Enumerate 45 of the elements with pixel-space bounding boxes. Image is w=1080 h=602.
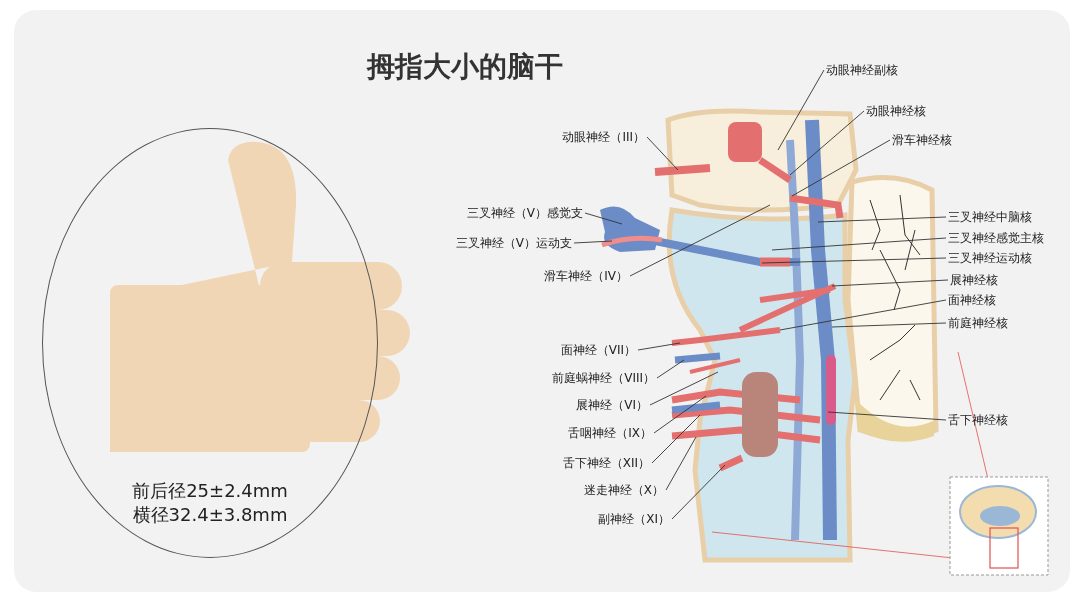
- leader-line: [817, 216, 947, 223]
- leader-line: [827, 411, 947, 421]
- structure-label: 展神经（VI）: [576, 398, 648, 412]
- structure-label: 面神经核: [948, 293, 996, 307]
- leader-line: [761, 257, 947, 264]
- leader-line: [671, 464, 726, 520]
- measurement-text: 前后径25±2.4mm: [131, 479, 289, 503]
- structure-label: 滑车神经（IV）: [544, 269, 628, 283]
- structure-label: 副神经（XI）: [598, 512, 670, 526]
- structure-label: 展神经核: [950, 273, 998, 287]
- leader-line: [651, 414, 701, 464]
- structure-label: 三叉神经（V）运动支: [455, 236, 572, 250]
- leader-line: [831, 279, 949, 287]
- leader-line: [646, 136, 679, 171]
- structure-label: 三叉神经中脑核: [948, 210, 1032, 224]
- leader-line: [777, 69, 825, 151]
- structure-label: 舌下神经核: [948, 413, 1008, 427]
- leader-line: [779, 299, 947, 331]
- leader-line: [649, 371, 719, 406]
- structure-label: 前庭蜗神经（VIII）: [552, 371, 655, 385]
- structure-label: 动眼神经核: [866, 104, 926, 118]
- title: 拇指大小的脑干: [365, 49, 564, 85]
- structure-label: 滑车神经核: [892, 133, 952, 147]
- leader-line: [831, 322, 947, 328]
- measurement-text: 横径32.4±3.8mm: [131, 503, 289, 527]
- structure-label: 动眼神经副核: [826, 63, 898, 77]
- leader-line: [573, 240, 613, 244]
- leader-line: [656, 359, 685, 379]
- leader-line: [653, 395, 707, 434]
- leader-line: [584, 212, 623, 225]
- leader-line: [665, 436, 697, 491]
- leader-line: [789, 110, 865, 176]
- leader-line: [629, 204, 771, 277]
- structure-label: 三叉神经（V）感觉支: [466, 206, 583, 220]
- structure-label: 舌下神经（XII）: [562, 456, 650, 470]
- structure-label: 三叉神经感觉主核: [948, 231, 1044, 245]
- structure-label: 面神经（VII）: [560, 343, 636, 357]
- leader-line: [791, 139, 891, 197]
- structure-label: 动眼神经（III）: [562, 130, 645, 144]
- leader-line: [771, 237, 947, 251]
- leader-line: [637, 342, 681, 351]
- structure-label: 舌咽神经（IX）: [568, 426, 652, 440]
- structure-label: 前庭神经核: [948, 316, 1008, 330]
- structure-label: 三叉神经运动核: [948, 251, 1032, 265]
- structure-label: 迷走神经（X）: [583, 483, 664, 497]
